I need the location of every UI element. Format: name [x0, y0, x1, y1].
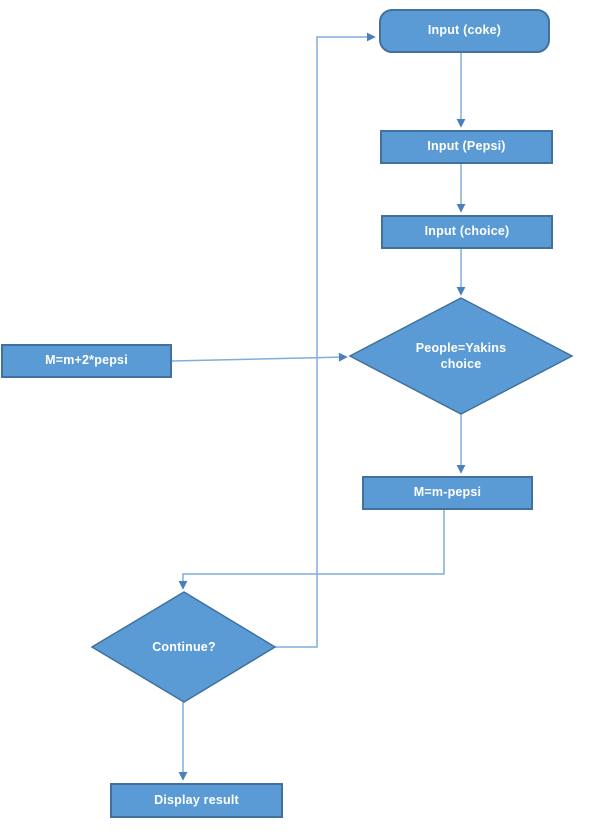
node-input-choice-label: Input (choice) [424, 224, 510, 239]
decision-continue-shape [90, 591, 277, 703]
node-input-pepsi-label: Input (Pepsi) [427, 139, 506, 154]
node-input-coke: Input (coke) [379, 9, 550, 53]
node-m-plus: M=m+2*pepsi [1, 344, 172, 378]
node-display-result-label: Display result [154, 792, 239, 807]
connector-continue-loop-to-coke [275, 32, 376, 648]
node-people-decision-label: People=Yakins choice [415, 340, 507, 371]
decision-people-shape [348, 297, 574, 415]
node-m-minus: M=m-pepsi [362, 476, 533, 510]
node-input-pepsi: Input (Pepsi) [380, 130, 553, 164]
node-m-minus-label: M=m-pepsi [413, 485, 482, 500]
node-display-result: Display result [110, 783, 283, 818]
node-m-plus-label: M=m+2*pepsi [45, 353, 128, 368]
connector-mplus-to-people-decision [171, 352, 348, 362]
node-input-choice: Input (choice) [381, 215, 553, 249]
node-input-coke-label: Input (coke) [427, 23, 502, 38]
node-continue-decision-label: Continue? [152, 639, 216, 654]
connector-mminus-to-continue-decision [178, 510, 445, 590]
